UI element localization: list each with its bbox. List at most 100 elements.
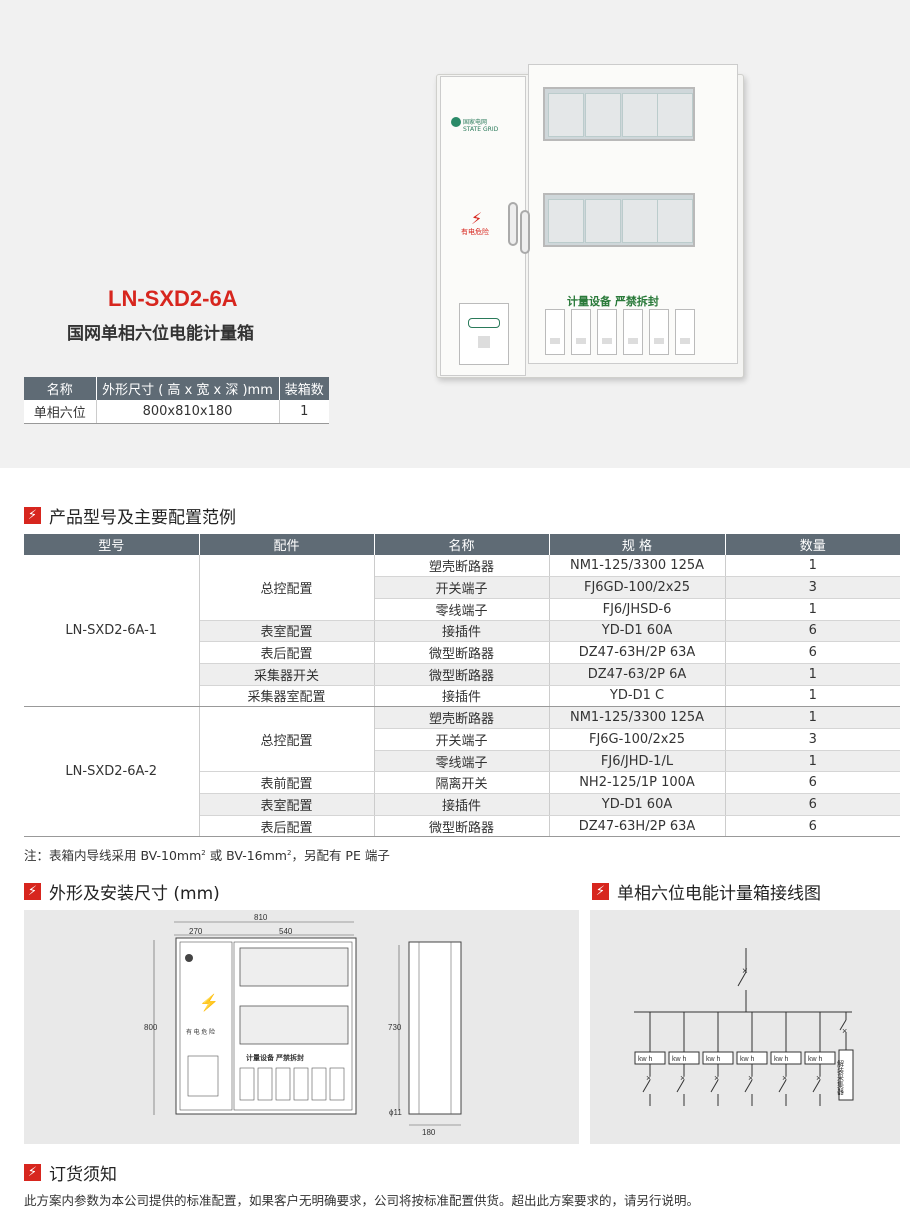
table-row: 表前配置 隔离开关 NH2-125/1P 100A 6 — [24, 771, 900, 795]
meter-window-bottom — [543, 193, 695, 247]
spec-cell: FJ6/JHD-1/L — [549, 750, 726, 773]
qty-cell: 1 — [725, 706, 900, 729]
meter-branches: kw h×kw h×kw h×kw h×kw h×kw h× — [634, 1012, 836, 1106]
dimension-drawing: 810 270 540 800 ⚡ 有 电 危 险 计量设备 严禁拆封 — [144, 913, 462, 1137]
part-cell: 表后配置 — [199, 815, 375, 838]
model-cell: LN-SXD2-6A-2 — [24, 706, 200, 838]
table-row: 采集器开关 微型断路器 DZ47-63/2P 6A 1 — [24, 663, 900, 686]
order-section-header: ⚡ 订货须知 — [24, 1160, 117, 1185]
name-cell: 接插件 — [374, 620, 550, 643]
breaker-mark-icon: × — [816, 1073, 821, 1083]
model-cell: LN-SXD2-6A-1 — [24, 555, 200, 708]
breaker-slot — [649, 309, 669, 355]
product-subtitle: 国网单相六位电能计量箱 — [67, 324, 254, 344]
door-handle-right — [520, 210, 530, 254]
qty-cell: 6 — [725, 815, 900, 838]
spec-cell-name: 单相六位 — [24, 400, 97, 424]
collector-badge-icon — [468, 318, 500, 328]
part-cell: 采集器开关 — [199, 663, 375, 686]
lightning-icon: ⚡ — [592, 883, 609, 900]
meter-window-bottom — [239, 1005, 349, 1045]
spec-cell: FJ6/JHSD-6 — [549, 598, 726, 621]
collector-window — [459, 303, 509, 365]
switch-blade — [642, 1079, 651, 1093]
spec-cell: DZ47-63H/2P 63A — [549, 641, 726, 664]
name-cell: 塑壳断路器 — [374, 706, 550, 729]
qty-cell: 1 — [725, 685, 900, 708]
spec-cell: NH2-125/1P 100A — [549, 771, 726, 795]
seal-warning-label: 计量设备 严禁拆封 — [246, 1053, 304, 1062]
dimension-drawing-panel: 810 270 540 800 ⚡ 有 电 危 险 计量设备 严禁拆封 — [24, 910, 579, 1144]
table-row: 表室配置 接插件 YD-D1 60A 6 — [24, 620, 900, 643]
meter-label: kw h — [774, 1056, 789, 1063]
meter-label: kw h — [638, 1056, 653, 1063]
state-grid-seal: 国家电网 STATE GRID — [463, 119, 499, 133]
spec-table: 名称 外形尺寸 ( 高 x 宽 x 深 )mm 装箱数 单相六位 800x810… — [24, 377, 329, 424]
config-header-name: 名称 — [374, 534, 550, 555]
meter-window-top — [239, 947, 349, 987]
product-photo: 国家电网 STATE GRID ⚡ 有电危险 计量设备 严禁拆封 — [436, 62, 748, 380]
breaker-mark-icon: × — [680, 1073, 685, 1083]
part-cell: 总控配置 — [199, 555, 375, 621]
table-row: 表后配置 微型断路器 DZ47-63H/2P 63A 6 — [24, 815, 900, 838]
breaker-slot — [239, 1067, 255, 1101]
qty-cell: 6 — [725, 641, 900, 664]
lightning-warning-icon: ⚡ — [199, 993, 219, 1012]
meter-label: kw h — [808, 1056, 823, 1063]
breaker-mark-icon: × — [782, 1073, 787, 1083]
switch-blade — [778, 1079, 787, 1093]
wiring-diagram: × kw h×kw h×kw h×kw h×kw h×kw h× × 解装采集器 — [634, 948, 854, 1106]
wiring-note: 注：表箱内导线采用 BV-10mm2 或 BV-16mm2，另配有 PE 端子 — [24, 848, 390, 863]
breaker-slot — [623, 309, 643, 355]
spec-header-qty: 装箱数 — [279, 377, 329, 400]
meter-box-right-door: 计量设备 严禁拆封 — [528, 64, 738, 364]
config-section-header: ⚡ 产品型号及主要配置范例 — [24, 503, 236, 528]
spec-cell: YD-D1 60A — [549, 793, 726, 816]
spec-header-name: 名称 — [24, 377, 97, 400]
name-cell: 零线端子 — [374, 750, 550, 773]
table-row: 表室配置 接插件 YD-D1 60A 6 — [24, 793, 900, 816]
part-cell: 表室配置 — [199, 793, 375, 816]
collector-box — [838, 1049, 854, 1101]
qty-cell: 3 — [725, 728, 900, 751]
depth-label: 180 — [422, 1128, 436, 1137]
svg-text:×: × — [742, 966, 748, 977]
table-row: LN-SXD2-6A-2 总控配置 塑壳断路器 NM1-125/3300 125… — [24, 706, 900, 838]
spec-header-size: 外形尺寸 ( 高 x 宽 x 深 )mm — [96, 377, 280, 400]
spec-cell-qty: 1 — [279, 400, 329, 424]
breaker-mark-icon: × — [748, 1073, 753, 1083]
table-row: 零线端子 FJ6/JHSD-6 1 — [24, 598, 900, 621]
spec-row: 单相六位 800x810x180 1 — [24, 400, 329, 424]
seal-warning-label: 计量设备 严禁拆封 — [567, 295, 659, 308]
table-row: 开关端子 FJ6GD-100/2x25 3 — [24, 576, 900, 599]
switch-blade — [710, 1079, 719, 1093]
qty-cell: 1 — [725, 555, 900, 578]
spec-cell: NM1-125/3300 125A — [549, 706, 726, 729]
wiring-section-header: ⚡ 单相六位电能计量箱接线图 — [592, 879, 821, 904]
name-cell: 开关端子 — [374, 576, 550, 599]
table-row: 零线端子 FJ6/JHD-1/L 1 — [24, 750, 900, 773]
meter-window-top — [543, 87, 695, 141]
name-cell: 零线端子 — [374, 598, 550, 621]
name-cell: 接插件 — [374, 685, 550, 708]
dims-section-title: 外形及安装尺寸 (mm) — [49, 884, 220, 904]
config-header-part: 配件 — [199, 534, 375, 555]
spec-cell: YD-D1 C — [549, 685, 726, 708]
breaker-slot — [571, 309, 591, 355]
lightning-warning-icon: ⚡ — [471, 209, 483, 228]
part-cell: 采集器室配置 — [199, 685, 375, 708]
spec-cell: DZ47-63H/2P 63A — [549, 815, 726, 838]
breaker-slot — [257, 1067, 273, 1101]
lightning-icon: ⚡ — [24, 883, 41, 900]
door-handle-left — [508, 202, 518, 246]
svg-text:×: × — [842, 1026, 847, 1036]
breaker-slot — [311, 1067, 327, 1101]
qty-cell: 6 — [725, 771, 900, 795]
lightning-icon: ⚡ — [24, 507, 41, 524]
collector-window — [187, 1055, 219, 1097]
name-cell: 开关端子 — [374, 728, 550, 751]
state-grid-logo-icon — [451, 117, 461, 127]
danger-label: 有电危险 — [461, 228, 489, 236]
breaker-slot — [545, 309, 565, 355]
qty-cell: 1 — [725, 663, 900, 686]
